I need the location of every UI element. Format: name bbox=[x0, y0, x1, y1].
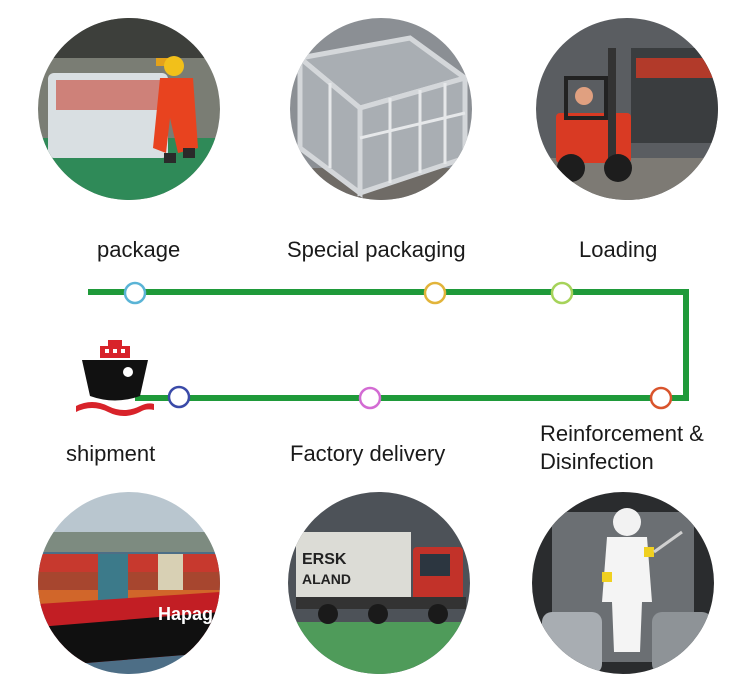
node-special-packaging bbox=[423, 281, 447, 305]
flow-line bbox=[88, 289, 689, 401]
label-loading: Loading bbox=[579, 237, 658, 262]
container-ship-text: Hapag bbox=[158, 604, 213, 624]
node-reinforcement bbox=[649, 386, 673, 410]
label-shipment: shipment bbox=[66, 441, 156, 466]
node-factory-delivery bbox=[358, 386, 382, 410]
photo-shipment: Hapag bbox=[38, 492, 220, 674]
truck-container-text-1: ERSK bbox=[302, 551, 347, 568]
ship-icon bbox=[76, 340, 154, 416]
label-reinforcement-line1: Reinforcement & bbox=[540, 421, 704, 446]
node-shipment bbox=[167, 385, 191, 409]
label-reinforcement-line2: Disinfection bbox=[540, 449, 654, 474]
label-factory-delivery: Factory delivery bbox=[290, 441, 446, 466]
label-package: package bbox=[97, 237, 181, 262]
photo-reinforcement-disinfection bbox=[532, 492, 714, 674]
node-package bbox=[123, 281, 147, 305]
photo-loading bbox=[536, 18, 718, 200]
truck-container-text-2: ALAND bbox=[302, 571, 351, 587]
photo-factory-delivery: ERSK ALAND bbox=[288, 492, 470, 674]
label-special-packaging: Special packaging bbox=[287, 237, 466, 262]
node-loading bbox=[550, 281, 574, 305]
